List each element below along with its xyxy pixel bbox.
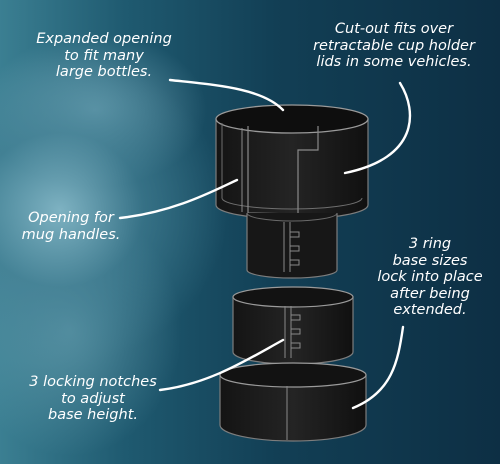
bottom-ring (219, 362, 367, 442)
top-cup (215, 104, 369, 220)
callout-expanded-opening: Expanded opening to fit many large bottl… (36, 31, 172, 80)
leader-ring-sizes (351, 325, 405, 410)
leader-mug-handles (118, 178, 239, 220)
callout-cutout: Cut-out fits over retractable cup holder… (313, 21, 475, 70)
middle-ring (232, 286, 354, 365)
callout-mug-handles: Opening for mug handles. (21, 210, 121, 243)
top-cup-rim (215, 104, 369, 134)
callout-ring-sizes: 3 ring base sizes lock into place after … (377, 236, 483, 318)
extension-tube (246, 212, 338, 279)
notch (289, 259, 300, 266)
notch (289, 231, 300, 238)
notch (290, 328, 301, 335)
notch (289, 245, 300, 252)
leader-lines (118, 78, 412, 410)
notch (290, 314, 301, 321)
leader-locking-notches (158, 338, 285, 392)
leader-cutout (343, 81, 412, 175)
notch (290, 342, 301, 349)
leader-expanded-opening (168, 78, 285, 112)
callout-locking-notches: 3 locking notches to adjust base height. (29, 374, 157, 423)
